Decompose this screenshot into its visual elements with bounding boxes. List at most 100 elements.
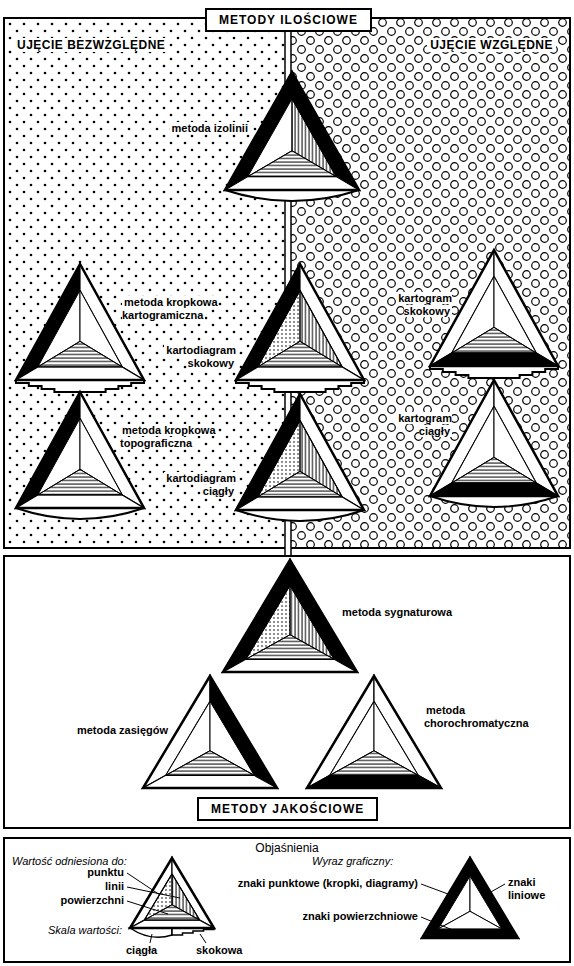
triangle-ground — [307, 676, 441, 788]
triangle-outline — [130, 858, 214, 928]
leader-line — [421, 884, 448, 894]
area-sign-band — [223, 659, 357, 672]
method-label: kartogram ciągły — [396, 412, 452, 437]
legend-panel — [4, 838, 570, 962]
legend-heading-box: Objaśnienia — [222, 841, 352, 855]
triangle-outline — [16, 392, 144, 508]
triangle-outline — [422, 858, 518, 938]
method-label-box: UJĘCIE BEZWZGLĘDNE — [14, 38, 234, 52]
method-label: UJĘCIE WZGLĘDNE — [427, 38, 556, 52]
stepped-scale-base — [236, 380, 364, 392]
method-label: UJĘCIE BEZWZGLĘDNE — [14, 38, 168, 52]
method-label: metoda zasięgów — [75, 724, 170, 736]
triangle-outline — [223, 560, 357, 672]
method-triangle — [236, 394, 364, 521]
method-triangle — [223, 560, 357, 672]
area-value-sector — [38, 469, 122, 495]
legend-text-box: linii — [50, 880, 124, 893]
legend-text: ciągła — [126, 944, 157, 956]
legend-text-box: ciągła — [126, 944, 186, 957]
method-label-box: kartogram skokowy — [372, 292, 452, 318]
triangle-ground — [130, 858, 214, 928]
method-triangle — [16, 264, 144, 392]
method-label: metoda kropkowa topograficzna — [120, 424, 216, 449]
triangle-outline — [16, 264, 144, 380]
method-label-box: UJĘCIE WZGLĘDNE — [336, 38, 556, 52]
circle-ground — [291, 19, 569, 547]
method-triangle — [130, 858, 214, 937]
method-label: kartodiagram ciągły — [164, 472, 236, 497]
leader-line — [127, 887, 180, 898]
legend-text: powierzchni — [60, 894, 124, 906]
method-label-box: kartodiagram ciągły — [146, 472, 236, 498]
legend-text-box: znaki punktowe (kropki, diagramy) — [198, 877, 418, 890]
legend-text-box: powierzchni — [40, 894, 124, 907]
method-label-box: kartodiagram skokowy — [146, 344, 236, 370]
stepped-scale-base — [430, 366, 558, 378]
area-value-sector — [144, 905, 199, 920]
area-value-sector — [452, 327, 536, 353]
area-value-sector — [38, 341, 122, 367]
heading-box: METODY JAKOŚCIOWE — [197, 797, 378, 821]
legend-text: punktu — [87, 866, 124, 878]
area-sign-band — [307, 775, 441, 788]
legend-text-box: znaki liniowe — [508, 876, 560, 902]
area-sign-band — [236, 367, 364, 380]
leader-line — [127, 901, 168, 914]
triangle-outline — [236, 264, 364, 380]
method-label-box: metoda kropkowa topograficzna — [120, 424, 262, 450]
area-value-sector — [438, 911, 501, 929]
method-triangle — [422, 858, 518, 938]
leader-line — [489, 884, 505, 893]
triangle-ground — [236, 264, 364, 380]
triangle-outline — [307, 676, 441, 788]
method-label-box: kartogram ciągły — [372, 412, 452, 438]
heading-text: METODY JAKOŚCIOWE — [211, 802, 364, 816]
method-triangle — [225, 72, 359, 201]
triangle-outline — [236, 394, 364, 510]
legend-heading: Wyraz graficzny: — [310, 855, 395, 867]
dot-ground — [5, 19, 286, 547]
leader-line — [127, 873, 160, 895]
method-triangle — [16, 392, 144, 519]
area-sign-band — [16, 495, 144, 508]
triangle-ground — [16, 392, 144, 508]
method-label-box: metoda sygnaturowa — [340, 606, 480, 619]
area-value-sector — [330, 751, 418, 776]
leader-line — [421, 917, 460, 933]
area-value-sector — [166, 751, 254, 776]
legend-heading-box: Skala wartości: — [20, 924, 124, 937]
method-label-box: metoda kropkowa kartogramiczna — [122, 296, 258, 322]
area-sign-band — [236, 497, 364, 510]
method-label: metoda chorochromatyczna — [424, 704, 531, 729]
continuous-scale-base — [430, 496, 558, 507]
legend-text: znaki liniowe — [508, 876, 545, 901]
area-value-sector — [452, 457, 536, 483]
triangle-ground — [430, 380, 558, 496]
area-value-sector — [258, 471, 342, 497]
triangle-ground — [16, 264, 144, 380]
legend-heading: Wartość odniesiona do: — [10, 855, 129, 867]
continuous-scale-base — [236, 510, 364, 521]
triangle-outline — [430, 380, 558, 496]
method-label: kartodiagram skokowy — [164, 344, 236, 369]
method-label-box: metoda chorochromatyczna — [424, 704, 554, 730]
triangle-ground — [236, 394, 364, 510]
method-label: metoda sygnaturowa — [340, 606, 454, 618]
legend-text: linii — [105, 880, 124, 892]
heading-box: METODY ILOŚCIOWE — [205, 8, 372, 32]
triangle-ground — [223, 560, 357, 672]
area-value-sector — [248, 151, 336, 177]
area-sign-band — [225, 177, 359, 190]
method-label-box: metoda izolinii — [140, 122, 250, 135]
method-label: metoda izolinii — [170, 122, 250, 134]
leader-line — [200, 934, 206, 943]
legend-text: skokowa — [196, 944, 242, 956]
legend-text-box: skokowa — [196, 944, 266, 957]
area-sign-band — [16, 367, 144, 380]
method-label: kartogram skokowy — [396, 292, 452, 317]
method-triangle — [430, 380, 558, 507]
area-value-sector — [246, 635, 334, 660]
continuous-scale-base — [225, 190, 359, 201]
leader-lines — [127, 873, 505, 943]
